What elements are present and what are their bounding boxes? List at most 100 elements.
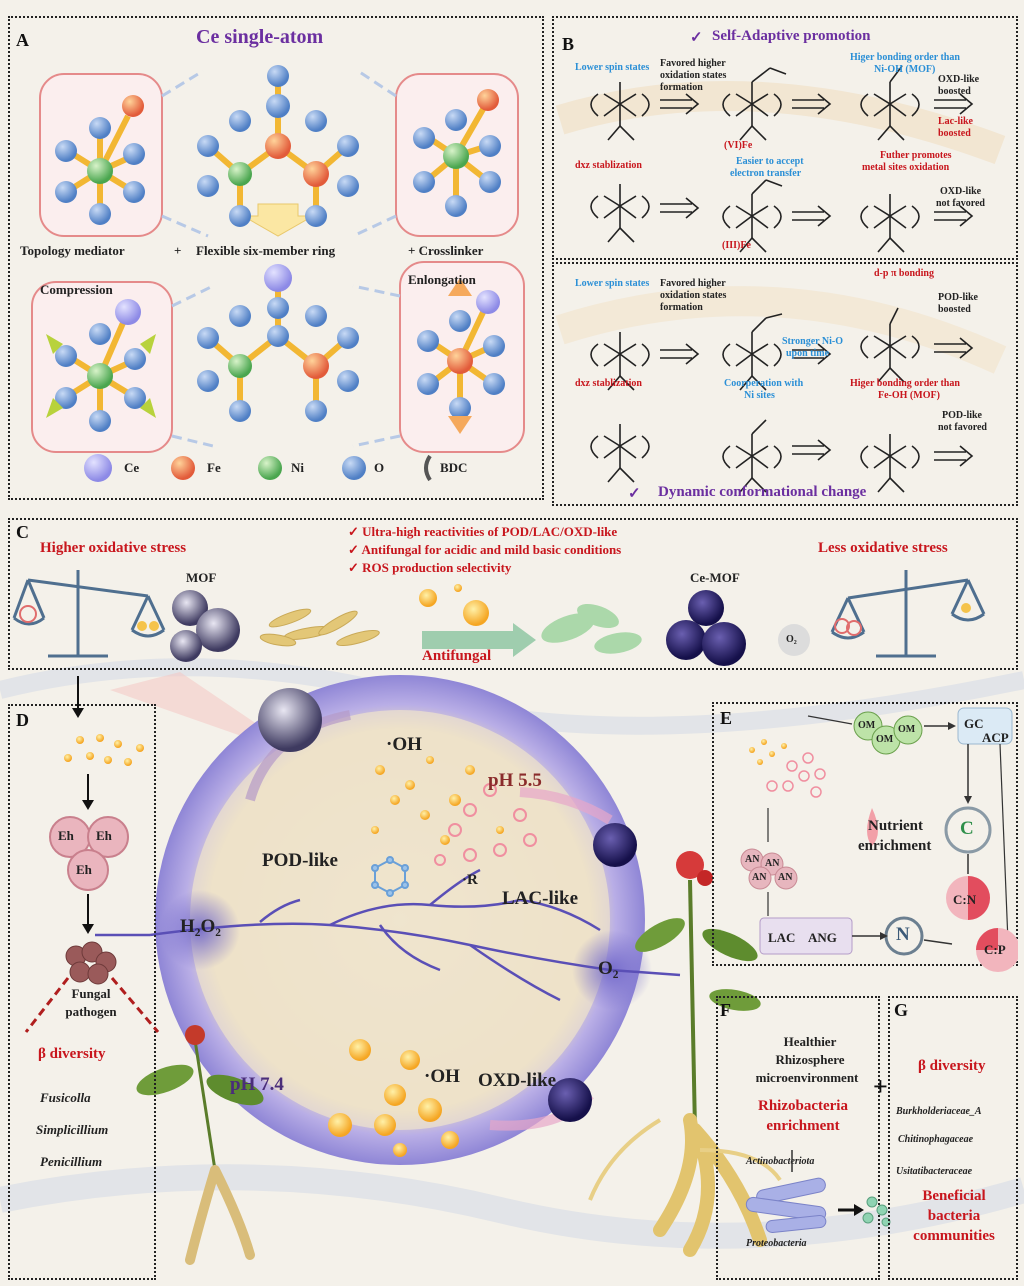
om-label-3: OM: [898, 724, 916, 735]
panel-c-graphics: [12, 570, 986, 666]
genus-fusicolla: Fusicolla: [40, 1090, 91, 1105]
an-label-4: AN: [778, 872, 793, 883]
panel-b-label: B: [562, 34, 575, 54]
r-radical-label: ·R: [462, 872, 478, 888]
b-higher-bond-b-1: Higer bonding order than: [850, 378, 960, 389]
panel-e-graphics: [740, 707, 1018, 972]
antifungal-label: Antifungal: [422, 648, 492, 664]
panel-a-label: A: [16, 30, 29, 50]
carbon-cycle-label: C: [960, 818, 974, 839]
actinobacteriota-label: Actinobacteriota: [746, 1156, 815, 1167]
panel-b-bottom-title: Dynamic conformational change: [658, 484, 867, 500]
o2-center-label: O₂: [598, 958, 619, 979]
b-dxz-top: dxz stablization: [575, 160, 642, 171]
b-lower-spin-top: Lower spin states: [575, 62, 650, 73]
b-vife: (VI)Fe: [724, 140, 753, 151]
genus-penicillium: Penicillium: [40, 1154, 103, 1169]
cp-ratio-label: C:P: [984, 942, 1006, 957]
b-higher-bond-2: Ni-OH (MOF): [874, 64, 936, 75]
rhizobacteria-1: Rhizobacteria: [758, 1098, 848, 1114]
compression-label: Compression: [40, 282, 113, 297]
legend-fe: Fe: [207, 460, 221, 475]
b-favored-b-2: oxidation states: [660, 290, 727, 301]
beneficial-3: communities: [913, 1228, 995, 1244]
cemof-particle-2: [548, 1078, 592, 1122]
ginseng-plant-right: [588, 851, 782, 1257]
g-beta-diversity: β diversity: [918, 1058, 986, 1074]
fungal-pathogen-icon: [65, 941, 117, 985]
ring-label: Flexible six-member ring: [196, 243, 336, 258]
an-label-1: AN: [745, 854, 760, 865]
ros-particles-top: [371, 756, 504, 845]
balance-scale-right: [830, 570, 986, 658]
taxon-chitinophagaceae: Chitinophagaceae: [898, 1134, 974, 1145]
b-oxd-boost-1: OXD-like: [938, 74, 980, 85]
b-oxd-not-2: not favored: [936, 198, 985, 209]
panel-b-bottom: [552, 262, 1018, 506]
check-item-1: ✓ Ultra-high reactivities of POD/LAC/OXD…: [348, 524, 618, 539]
lac-enzyme-label: LAC: [768, 930, 796, 945]
panel-d-label: D: [16, 710, 29, 730]
healthier-1: Healthier: [783, 1034, 837, 1049]
b-pod-boost-2: boosted: [938, 304, 971, 315]
panel-g-label: G: [894, 1000, 909, 1020]
plus-label: +: [174, 243, 182, 258]
ros-rings-top: [434, 783, 537, 866]
ang-enzyme-label: ANG: [808, 930, 837, 945]
b-further-1: Futher promotes: [880, 150, 952, 161]
b-stronger-2: upon time: [786, 348, 830, 359]
ginseng-plant-left: [136, 1025, 264, 1265]
panel-b-molecules: [590, 65, 974, 493]
cemof-label: Ce-MOF: [690, 570, 740, 585]
higher-stress-label: Higher oxidative stress: [40, 540, 187, 556]
acp-label: ACP: [982, 730, 1009, 745]
balance-scale-left: [12, 570, 166, 658]
b-easier-1: Easier to accept: [736, 156, 804, 167]
b-lac-boost-2: boosted: [938, 128, 971, 139]
healthier-2: Rhizosphere: [775, 1052, 845, 1067]
ph74-label: pH 7.4: [230, 1074, 284, 1095]
b-stronger-1: Stronger Ni-O: [782, 336, 844, 347]
h2o2-label: H₂O₂: [180, 916, 221, 937]
panel-c: [8, 518, 1018, 670]
legend-bdc: BDC: [440, 460, 468, 475]
beneficial-1: Beneficial: [922, 1188, 986, 1204]
nutrient-label-1: Nutrient: [868, 818, 923, 834]
panel-f: [716, 996, 880, 1280]
check-icon-b-top: ✓: [690, 30, 703, 46]
nitrogen-cycle-label: N: [896, 924, 910, 945]
damaged-fungi: [541, 603, 642, 654]
check-item-2: ✓ Antifungal for acidic and mild basic c…: [348, 542, 622, 557]
proteobacteria-label: Proteobacteria: [746, 1238, 807, 1249]
panel-a-title: Ce single-atom: [196, 26, 324, 48]
b-easier-2: electron transfer: [730, 168, 802, 179]
beneficial-2: bacteria: [927, 1208, 981, 1224]
om-label-1: OM: [858, 720, 876, 731]
legend-ce: Ce: [124, 460, 140, 475]
nutrient-label-2: enrichment: [858, 838, 932, 854]
o2-bubble-label: O₂: [786, 634, 797, 645]
oh-top-label: ·OH: [386, 734, 422, 755]
panel-f-label: F: [720, 1000, 731, 1020]
panel-b-top-title: Self-Adaptive promotion: [712, 28, 871, 44]
eh-label-2: Eh: [96, 828, 112, 843]
cemof-particle-1: [593, 823, 637, 867]
b-pod-boost-1: POD-like: [938, 292, 978, 303]
b-further-2: metal sites oxidation: [862, 162, 950, 173]
check-icon-b-bottom: ✓: [628, 486, 641, 502]
panel-a-structures: [31, 65, 525, 482]
b-favored-1: Favored higher: [660, 58, 726, 69]
cn-ratio-label: C:N: [953, 892, 977, 907]
b-favored-3: formation: [660, 82, 703, 93]
legend-ni: Ni: [291, 460, 304, 475]
ph55-label: pH 5.5: [488, 770, 542, 791]
genus-simplicillium: Simplicillium: [36, 1122, 109, 1137]
panel-c-label: C: [16, 522, 29, 542]
panel-e: [712, 702, 1018, 966]
b-lower-spin-bottom: Lower spin states: [575, 278, 650, 289]
elongation-label: Enlongation: [408, 272, 476, 287]
an-label-2: AN: [765, 858, 780, 869]
b-coop-1: Coorperation with: [724, 378, 804, 389]
panel-g: [888, 996, 1018, 1280]
